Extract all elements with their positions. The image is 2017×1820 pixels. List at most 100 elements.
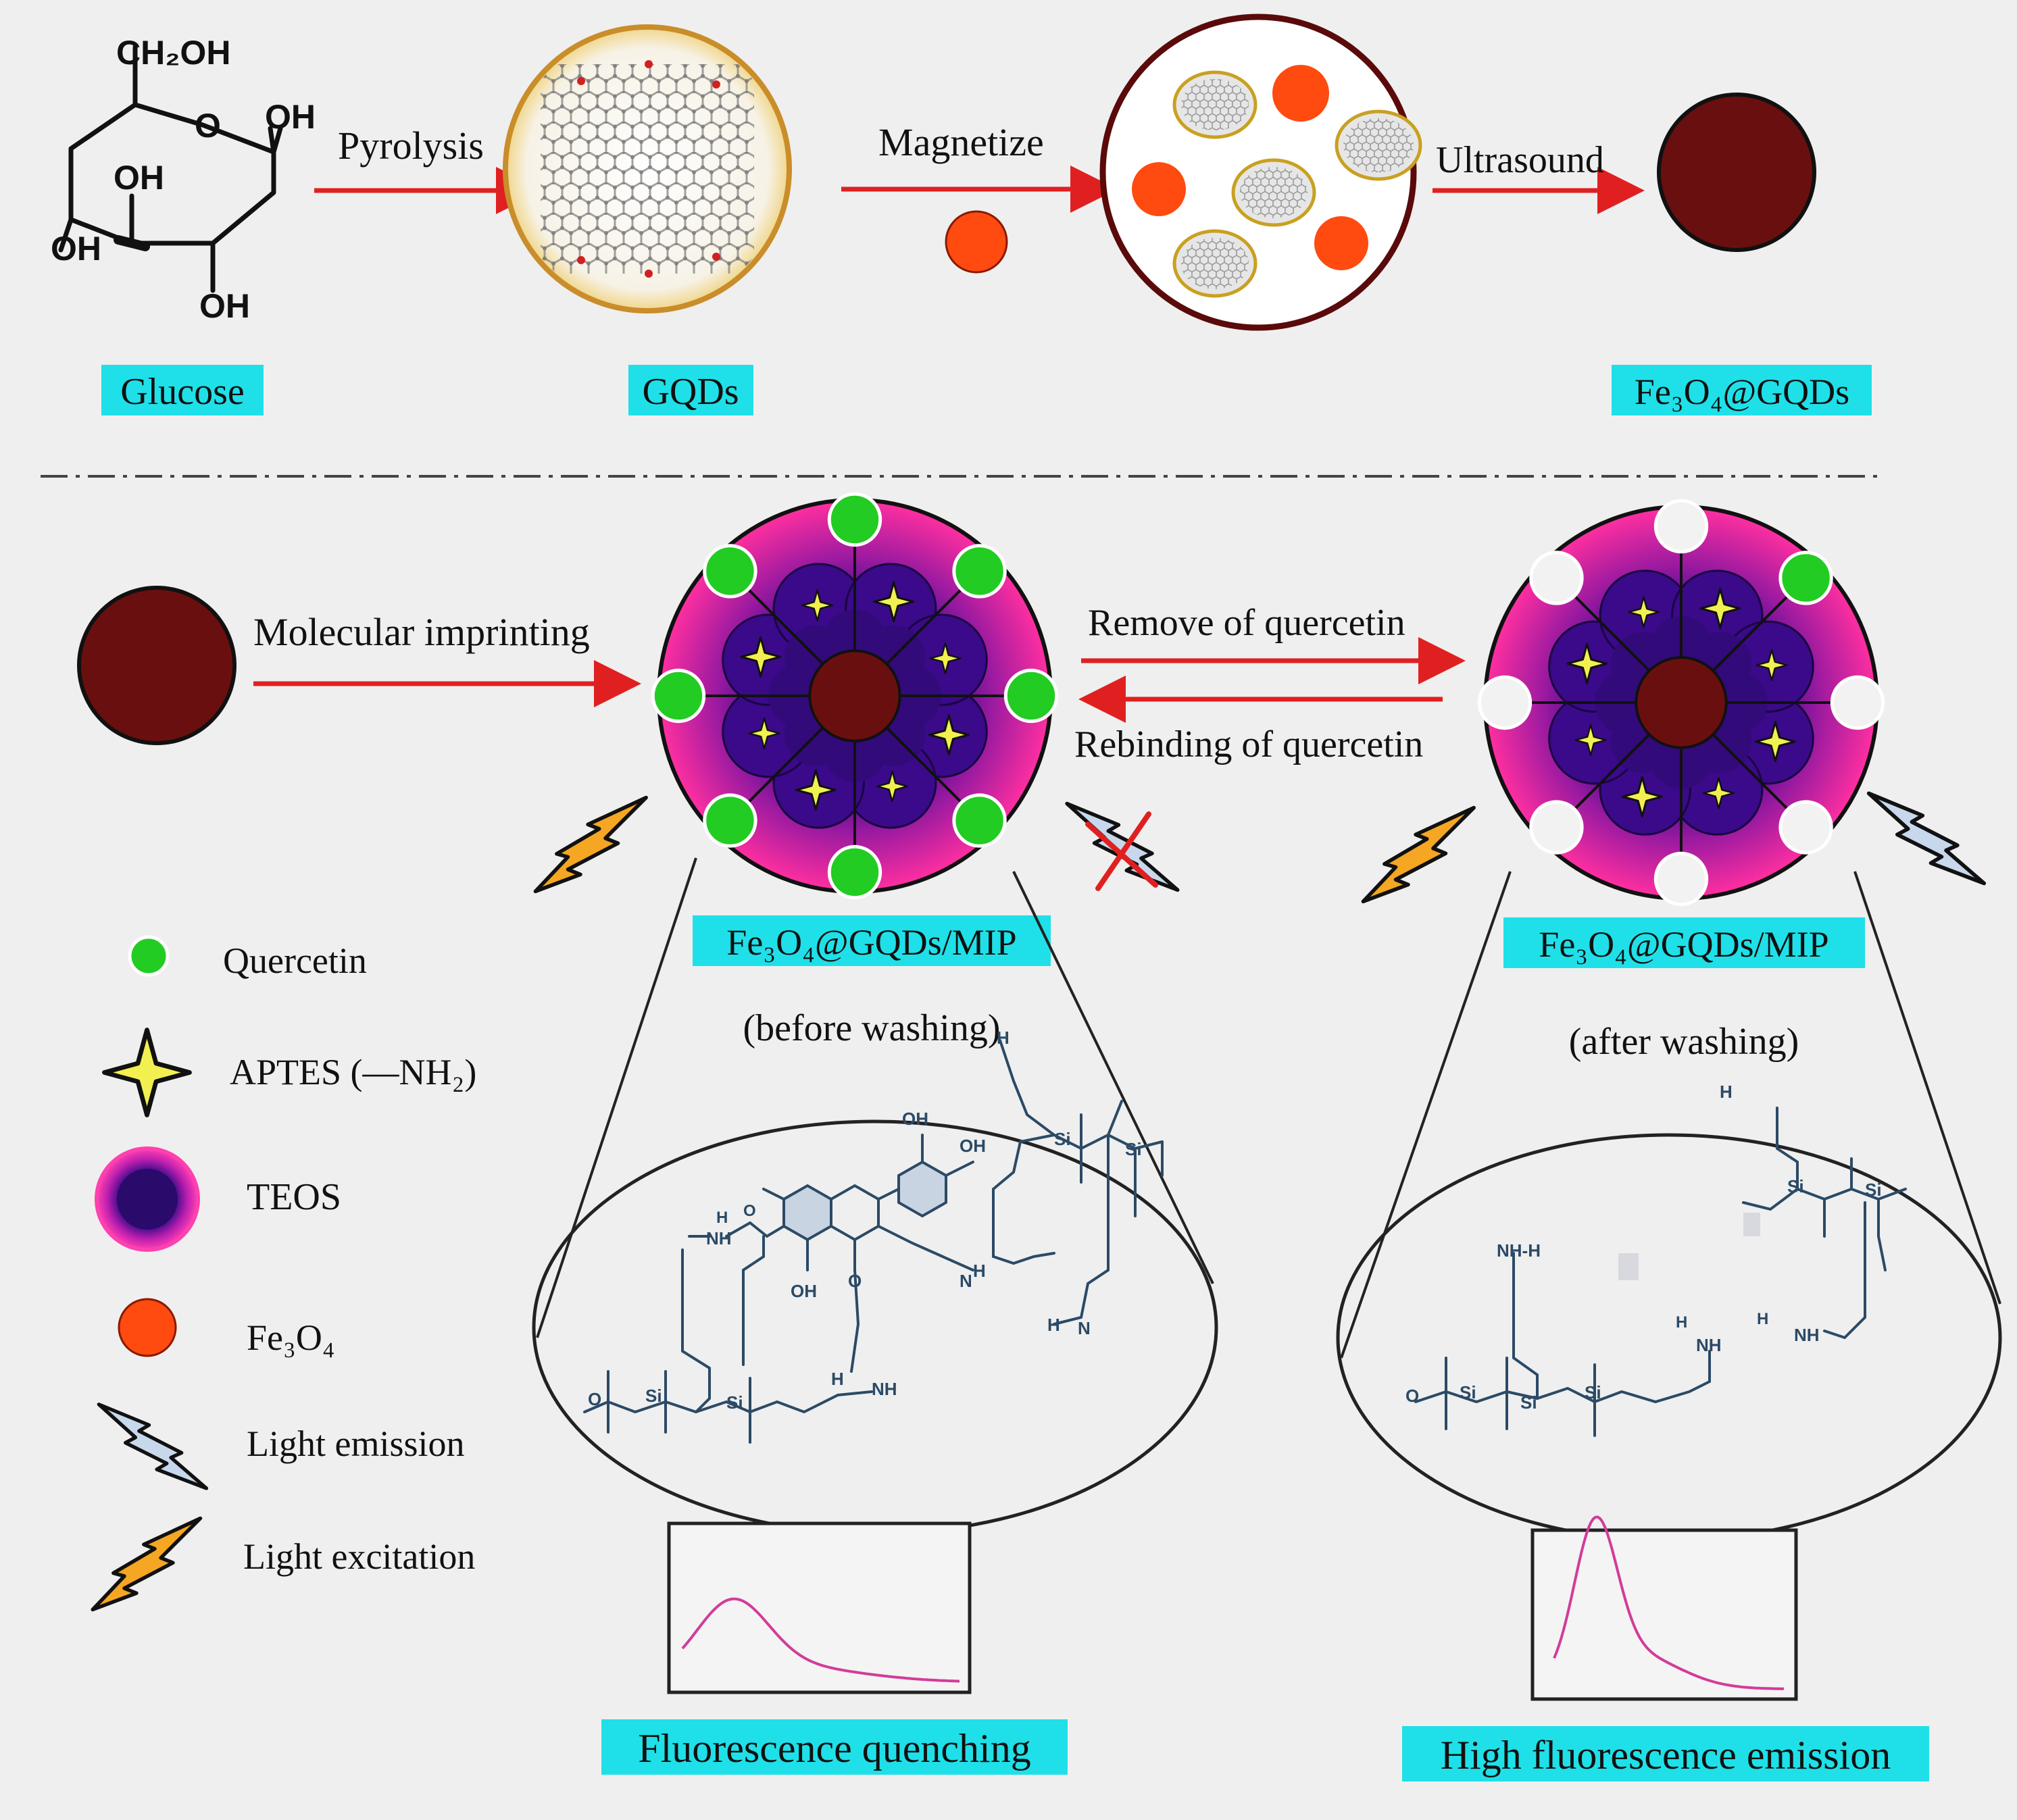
svg-text:O: O (848, 1271, 862, 1291)
svg-text:N: N (1078, 1318, 1091, 1338)
svg-text:H: H (831, 1369, 844, 1389)
blur-artifact-2 (1743, 1213, 1760, 1236)
label-gqds: GQDs (642, 371, 739, 413)
svg-text:H: H (1720, 1082, 1733, 1102)
mip-empty-cavity (1778, 800, 1833, 855)
gqds-fe3o4-mixture (1099, 14, 1422, 331)
svg-text:OH: OH (960, 1136, 986, 1156)
mip-quercetin-site (703, 544, 757, 599)
highlight-high-fluorescence (1402, 1726, 1929, 1781)
mip-empty-cavity (1653, 499, 1709, 554)
legend-teos-core (117, 1169, 178, 1230)
svg-text:NH: NH (1696, 1335, 1722, 1355)
chemical-structure-after (1414, 1107, 1907, 1437)
mip-quercetin-site (703, 793, 757, 848)
step-magnetize: Magnetize (878, 120, 1044, 164)
svg-text:Si: Si (1520, 1392, 1537, 1413)
svg-text:Si: Si (1460, 1382, 1476, 1402)
legend-fe3o4-swatch (118, 1298, 177, 1357)
zoom-lines (536, 857, 2001, 1359)
fe3o4-nanoparticle (945, 210, 1008, 274)
label-fe3o4-gqds: Fe₃O₄@GQDs (1635, 372, 1849, 412)
svg-text:NH: NH (706, 1228, 732, 1248)
svg-text:Si: Si (726, 1392, 743, 1413)
mip-quercetin-site (1003, 668, 1059, 724)
highlight-fluorescence-quenching (601, 1719, 1068, 1775)
chemical-labels-after: NH-H Si Si Si O NH H H Si Si NH H (1405, 1082, 1882, 1413)
legend-light-emission: Light emission (247, 1423, 465, 1464)
svg-text:NH: NH (872, 1379, 897, 1399)
svg-text:Si: Si (645, 1386, 662, 1406)
mip-quercetin-site (952, 544, 1007, 599)
legend-aptes: APTES (—NH₂) (230, 1052, 476, 1092)
glucose-group-ch2oh: CH₂OH (116, 34, 230, 72)
svg-text:NH: NH (1794, 1325, 1820, 1345)
svg-text:Si: Si (1125, 1139, 1142, 1159)
legend-quercetin: Quercetin (223, 940, 367, 981)
highlight-mip-right (1503, 917, 1865, 968)
glucose-group-oh-2: OH (114, 159, 164, 197)
label-mip-left: Fe₃O₄@GQDs/MIP (726, 922, 1016, 963)
legend-quercetin-swatch (128, 935, 170, 977)
glucose-ring-oxygen: O (195, 107, 221, 145)
legend-light-excitation: Light excitation (243, 1536, 475, 1577)
step-imprinting: Molecular imprinting (253, 610, 590, 654)
svg-text:H: H (973, 1261, 986, 1281)
glucose-group-oh-4: OH (199, 287, 250, 325)
mip-empty-cavity (1477, 675, 1533, 730)
svg-text:H: H (1757, 1310, 1768, 1328)
blur-artifact-1 (1618, 1253, 1639, 1280)
step-pyrolysis: Pyrolysis (338, 124, 484, 168)
mip-quercetin-site (827, 492, 882, 547)
svg-text:H: H (997, 1028, 1010, 1048)
mip-empty-cavity (1529, 800, 1584, 855)
svg-text:Si: Si (1585, 1382, 1601, 1402)
label-remove-quercetin: Remove of quercetin (1088, 602, 1405, 644)
mip-empty-cavity (1830, 675, 1885, 730)
svg-text:Si: Si (1054, 1129, 1071, 1149)
mip-fe3o4-gqds-core (1635, 656, 1728, 749)
spectrum-box-high (1530, 1528, 1798, 1701)
spectrum-curve-high (1553, 1515, 1785, 1690)
svg-text:H: H (716, 1209, 728, 1227)
highlight-mip-left (693, 915, 1051, 966)
mip-quercetin-site (651, 668, 706, 724)
label-before-washing: (before washing) (743, 1007, 1001, 1049)
svg-text:O: O (743, 1202, 756, 1220)
svg-text:NH-H: NH-H (1497, 1240, 1541, 1261)
label-high-fluorescence: High fluorescence emission (1441, 1733, 1891, 1777)
glucose-group-oh-3: OH (51, 230, 101, 268)
label-rebind-quercetin: Rebinding of quercetin (1074, 724, 1423, 765)
svg-text:O: O (588, 1389, 601, 1409)
mip-quercetin-site (952, 793, 1007, 848)
gqds-particle (503, 24, 792, 313)
fe3o4-gqds-start (77, 586, 236, 745)
mip-particle-after-washing (1477, 499, 1885, 907)
glucose-structure (58, 45, 283, 293)
mip-empty-cavity (1653, 851, 1709, 907)
spectrum-curve-quenched (681, 1597, 960, 1683)
label-mip-right: Fe₃O₄@GQDs/MIP (1539, 924, 1828, 965)
legend-fe3o4: Fe₃O₄ (247, 1317, 335, 1358)
highlight-glucose (101, 365, 264, 415)
svg-text:Si: Si (1787, 1176, 1804, 1196)
blocked-emission-cross (1085, 811, 1158, 891)
mip-quercetin-site (827, 844, 882, 900)
chemical-labels-before: NH H O OH O OH OH H NH Si Si O H N Si Si… (588, 1028, 1142, 1413)
step-ultrasound: Ultrasound (1436, 139, 1604, 181)
mip-fe3o4-gqds-core (808, 649, 901, 742)
mip-empty-cavity (1529, 551, 1584, 605)
highlight-gqds (628, 365, 753, 415)
glucose-group-oh-1: OH (265, 98, 316, 136)
label-after-washing: (after washing) (1569, 1021, 1799, 1063)
svg-text:OH: OH (791, 1281, 817, 1301)
legend: Quercetin APTES (—NH₂) TEOS Fe₃O₄ Light … (93, 935, 476, 1610)
svg-text:N: N (960, 1271, 972, 1291)
highlight-fe3o4-gqds (1612, 365, 1872, 415)
label-fluorescence-quenching: Fluorescence quenching (638, 1726, 1030, 1771)
svg-text:H: H (1047, 1315, 1060, 1335)
svg-text:H: H (1676, 1313, 1687, 1332)
svg-text:Si: Si (1865, 1180, 1882, 1200)
chemical-structure-before (583, 1039, 1164, 1444)
fe3o4-gqds-particle (1657, 93, 1816, 252)
